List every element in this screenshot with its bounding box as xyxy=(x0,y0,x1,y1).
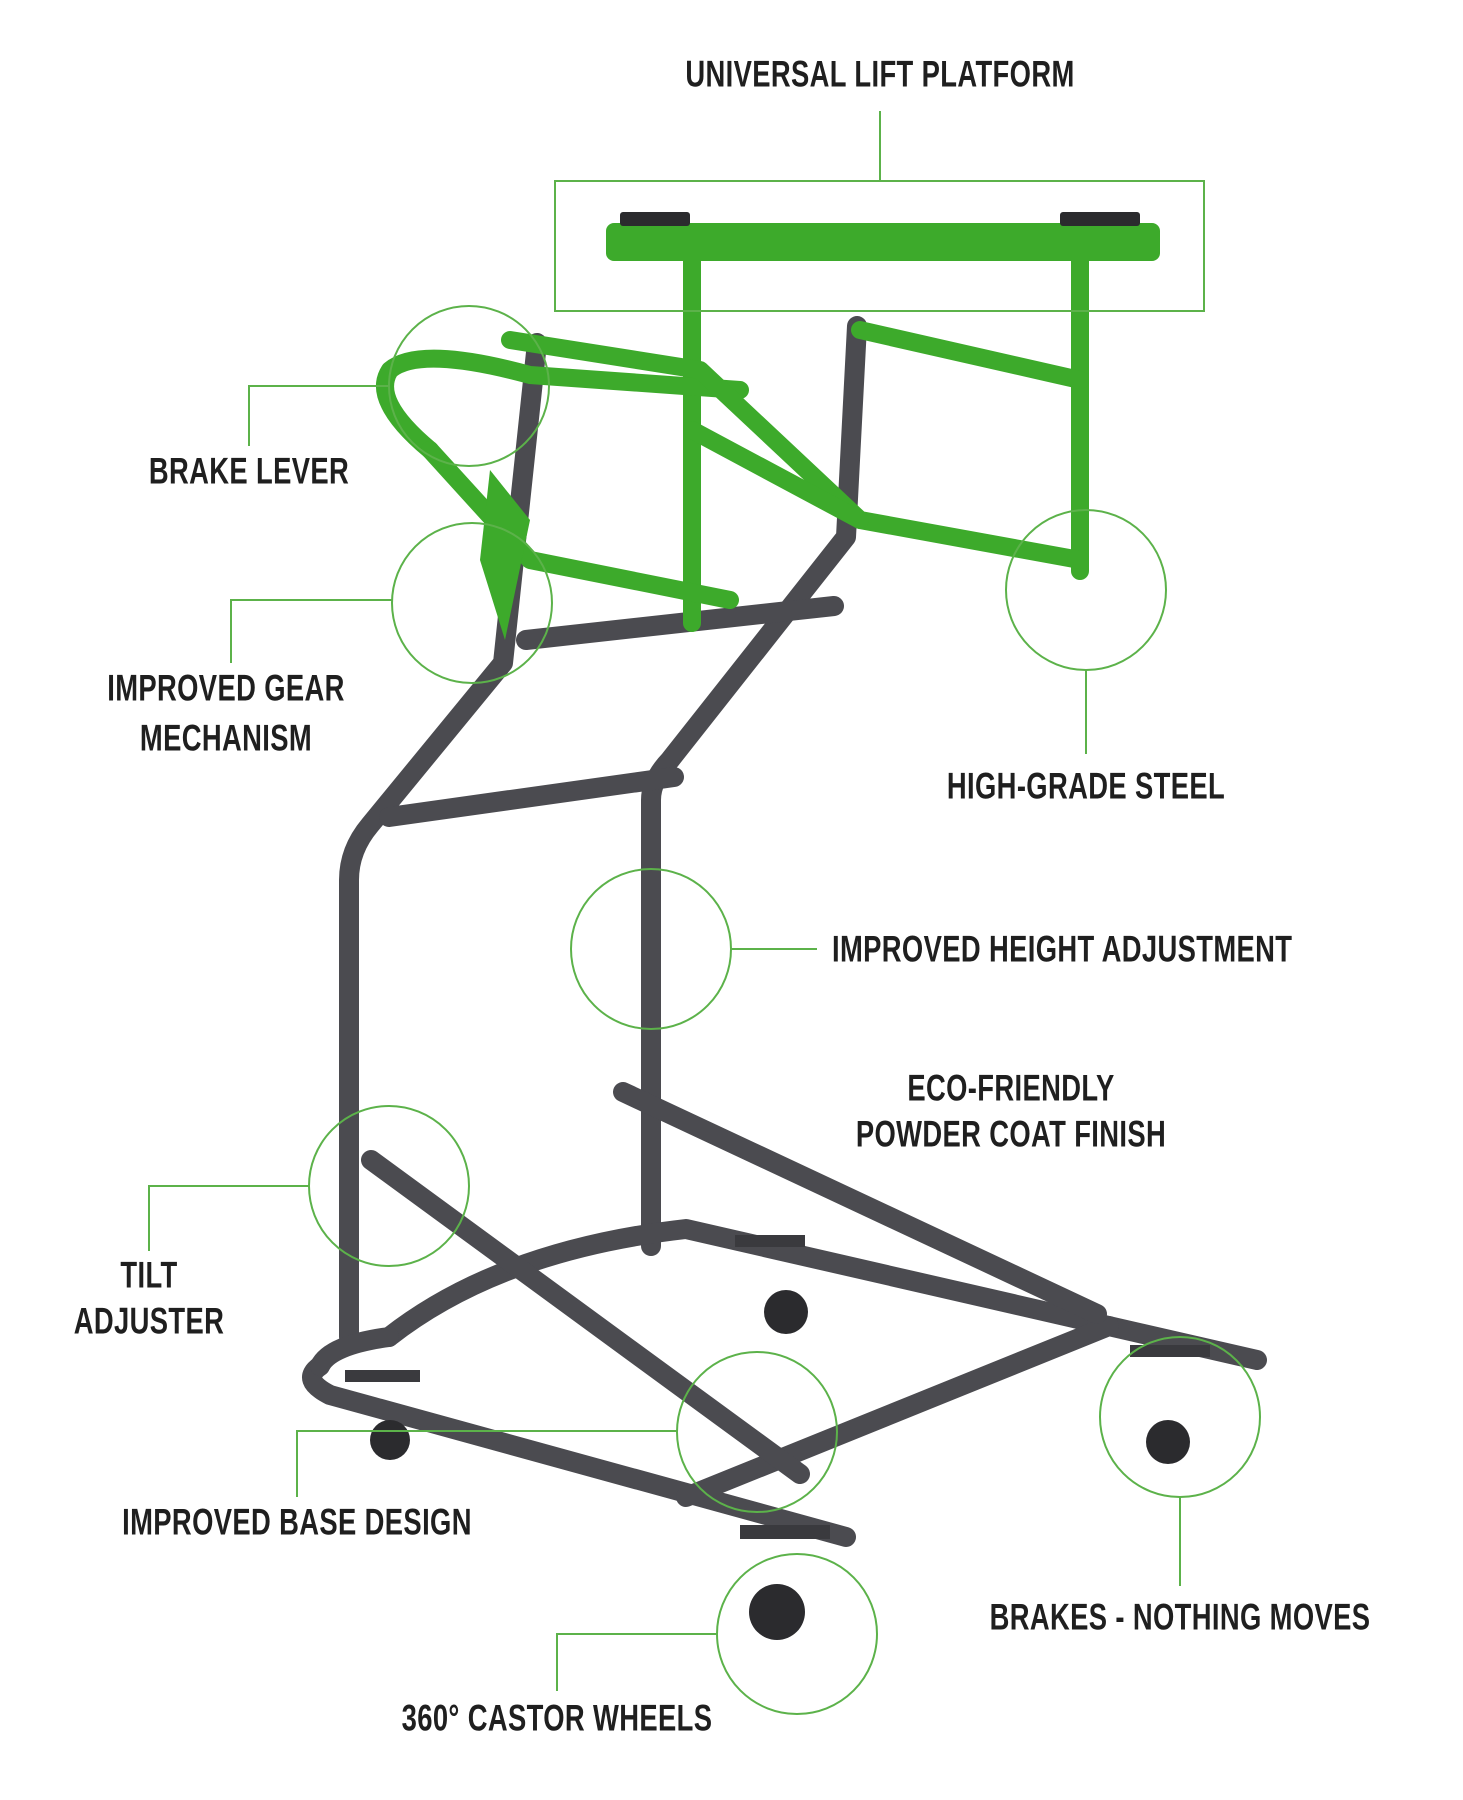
gear-circle xyxy=(391,522,553,684)
label-castor-wheels: 360° CASTOR WHEELS xyxy=(401,1697,713,1739)
callout-lines xyxy=(148,111,1261,1715)
label-base-design: IMPROVED BASE DESIGN xyxy=(122,1501,472,1543)
green-lift-frame xyxy=(376,252,1089,632)
label-brake-lever: BRAKE LEVER xyxy=(148,450,350,492)
gray-base-frame xyxy=(302,316,1267,1547)
label-tilt-line1: TILT xyxy=(120,1254,178,1296)
platform-callout-box xyxy=(554,180,1205,312)
brake-lever-circle xyxy=(388,305,550,467)
lift-platform-bar xyxy=(606,223,1160,261)
tilt-circle xyxy=(308,1105,470,1267)
label-tilt-line2: ADJUSTER xyxy=(73,1300,225,1342)
castor-circle xyxy=(716,1553,878,1715)
label-high-grade-steel: HIGH-GRADE STEEL xyxy=(946,765,1226,807)
label-universal-lift-platform: UNIVERSAL LIFT PLATFORM xyxy=(685,53,1075,95)
wheel-right xyxy=(1146,1420,1190,1464)
label-brakes: BRAKES - NOTHING MOVES xyxy=(989,1596,1371,1638)
wheel-left xyxy=(370,1420,410,1460)
wheel-rear xyxy=(764,1290,808,1334)
label-eco-line2: POWDER COAT FINISH xyxy=(855,1113,1167,1155)
label-gear-line2: MECHANISM xyxy=(139,717,313,759)
wheel-front xyxy=(749,1584,805,1640)
label-gear-line1: IMPROVED GEAR xyxy=(107,667,345,709)
label-height-adjustment: IMPROVED HEIGHT ADJUSTMENT xyxy=(832,928,1293,970)
label-eco-line1: ECO-FRIENDLY xyxy=(907,1067,1115,1109)
castor-wheels xyxy=(345,1235,1210,1640)
gear-mechanism xyxy=(480,470,530,640)
brakes-circle xyxy=(1099,1336,1261,1498)
